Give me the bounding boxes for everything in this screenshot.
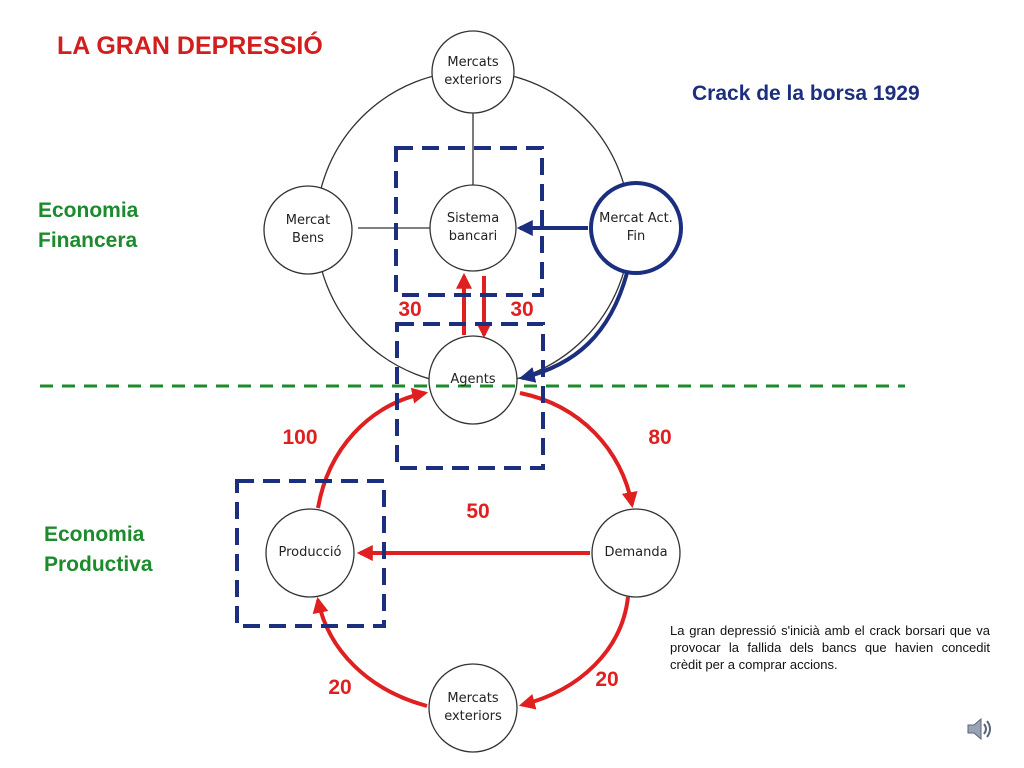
speaker-icon-graphic xyxy=(967,717,991,741)
label-external-markets-bottom: Mercats exteriors xyxy=(444,691,502,724)
value-external-to-production: 20 xyxy=(328,676,352,699)
speaker-icon[interactable] xyxy=(964,714,994,744)
section-label-productive-text: Economia Productiva xyxy=(44,523,153,576)
label-financial-assets-market: Mercat Act. Fin xyxy=(599,211,673,244)
flow-external-to-production xyxy=(312,596,428,708)
label-goods-market: Mercat Bens xyxy=(285,213,331,246)
label-production: Producció xyxy=(278,545,342,560)
flow-agents-to-demand xyxy=(519,391,638,509)
explanatory-note: La gran depressió s'inicià amb el crack … xyxy=(670,623,990,672)
value-production-to-agents: 100 xyxy=(282,426,318,449)
node-banking-system xyxy=(429,184,517,272)
node-agents xyxy=(428,335,518,425)
node-demand xyxy=(591,508,681,598)
subtitle: Crack de la borsa 1929 xyxy=(692,82,920,105)
label-agents: Agents xyxy=(450,372,496,387)
highlight-box-banking xyxy=(394,146,544,297)
section-label-productive: Economia Productiva xyxy=(44,520,184,580)
page-title: LA GRAN DEPRESSIÓ xyxy=(57,32,323,60)
label-banking-system: Sistema bancari xyxy=(446,211,500,244)
node-production xyxy=(265,508,355,598)
section-label-financial: Economia Financera xyxy=(38,196,168,256)
flow-production-to-agents xyxy=(316,387,429,509)
highlight-box-agents xyxy=(395,322,545,470)
flow-demand-to-external xyxy=(518,596,630,710)
node-external-markets-bottom xyxy=(428,663,518,753)
node-external-markets-top xyxy=(431,30,515,114)
flow-assets-to-agents xyxy=(518,272,629,383)
value-demand-to-external: 20 xyxy=(595,668,619,691)
value-demand-to-production: 50 xyxy=(466,500,490,523)
label-demand: Demanda xyxy=(604,545,668,560)
section-label-financial-text: Economia Financera xyxy=(38,199,139,252)
highlight-box-production xyxy=(235,479,386,628)
value-agents-to-bank: 30 xyxy=(398,298,422,321)
value-agents-to-demand: 80 xyxy=(648,426,672,449)
value-bank-to-agents: 30 xyxy=(510,298,534,321)
label-external-markets-top: Mercats exteriors xyxy=(444,55,502,88)
node-financial-assets-market xyxy=(589,181,683,275)
node-goods-market xyxy=(263,185,353,275)
